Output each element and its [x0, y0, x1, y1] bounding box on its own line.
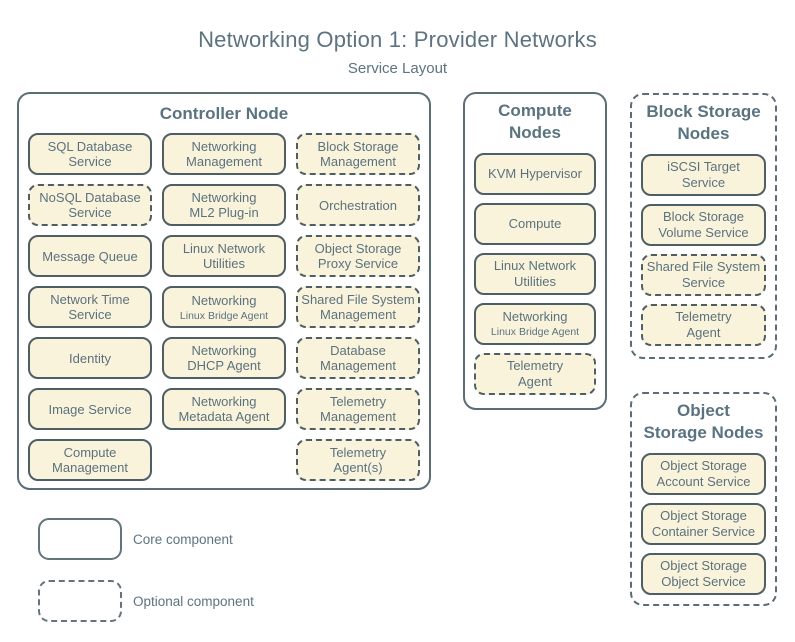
service-box: Shared File System Service — [641, 253, 766, 296]
service-sublabel: Linux Bridge Agent — [490, 326, 580, 339]
service-label: KVM Hypervisor — [488, 165, 582, 181]
service-box: Networking Metadata Agent — [162, 388, 286, 431]
optional-component-swatch — [38, 580, 122, 622]
core-component-label: Core component — [133, 531, 233, 547]
service-box: Compute — [474, 202, 596, 245]
object-storage-nodes-title: Object Storage Nodes — [643, 401, 764, 443]
service-label: Object Storage Account Service — [656, 458, 751, 489]
service-box: Networking Management — [162, 133, 286, 176]
service-box: Linux Network Utilities — [474, 252, 596, 295]
service-box: Networking DHCP Agent — [162, 337, 286, 380]
service-label: Compute Management — [52, 444, 128, 476]
service-box: Block Storage Volume Service — [641, 203, 766, 246]
service-label: Identity — [69, 350, 111, 366]
service-box: Identity — [28, 337, 152, 380]
block-storage-nodes-title: Block Storage Nodes — [646, 102, 761, 144]
service-label: Telemetry Management — [320, 393, 396, 425]
service-box: Telemetry Management — [296, 388, 420, 431]
service-label: Networking DHCP Agent — [187, 342, 261, 374]
optional-component-label: Optional component — [133, 593, 254, 609]
service-box: Block Storage Management — [296, 133, 420, 176]
diagram-subtitle: Service Layout — [347, 60, 448, 77]
legend-optional-component: Optional component — [38, 580, 254, 622]
service-label: Image Service — [48, 401, 132, 417]
service-box: Orchestration — [296, 184, 420, 227]
controller-node-title: Controller Node — [159, 104, 289, 123]
service-label: Network Time Service — [50, 291, 130, 323]
service-label: Block Storage Management — [317, 138, 399, 170]
service-label: Linux Network Utilities — [493, 258, 577, 289]
service-label: Networking — [502, 309, 568, 325]
service-label: Object Storage Object Service — [660, 558, 747, 589]
object-storage-nodes-group: Object Storage Nodes Object Storage Acco… — [630, 392, 777, 606]
legend-core-component: Core component — [38, 518, 233, 560]
service-box: NoSQL Database Service — [28, 184, 152, 227]
service-box: SQL Database Service — [28, 133, 152, 176]
compute-nodes-title: Compute Nodes — [498, 101, 572, 143]
service-label: Telemetry Agent(s) — [329, 444, 387, 476]
service-box: Object Storage Account Service — [641, 452, 766, 495]
service-label: Database Management — [320, 342, 396, 374]
service-box: Linux Network Utilities — [162, 235, 286, 278]
service-label: Linux Network Utilities — [182, 240, 266, 272]
diagram-title: Networking Option 1: Provider Networks — [198, 27, 597, 52]
service-label: Networking Metadata Agent — [178, 393, 270, 425]
service-box: KVM Hypervisor — [474, 152, 596, 195]
service-box: Compute Management — [28, 439, 152, 482]
core-component-swatch — [38, 518, 122, 560]
service-sublabel: Linux Bridge Agent — [179, 309, 269, 322]
service-label: SQL Database Service — [47, 138, 133, 170]
service-label: Compute — [508, 215, 562, 231]
service-box: Network Time Service — [28, 286, 152, 329]
service-label: Shared File System Service — [646, 259, 761, 290]
service-label: Message Queue — [42, 248, 138, 264]
service-box: Networking ML2 Plug-in — [162, 184, 286, 227]
service-label: Telemetry Agent — [506, 358, 564, 389]
service-box: Object Storage Object Service — [641, 552, 766, 595]
service-box: iSCSI Target Service — [641, 153, 766, 196]
service-label: Shared File System Management — [301, 291, 415, 323]
service-box: Telemetry Agent(s) — [296, 439, 420, 482]
service-label: Block Storage Volume Service — [658, 209, 749, 240]
service-box: Telemetry Agent — [641, 303, 766, 346]
service-label: Orchestration — [318, 197, 398, 213]
service-label: NoSQL Database Service — [39, 189, 141, 221]
block-storage-nodes-group: Block Storage Nodes iSCSI Target Service… — [630, 93, 777, 359]
service-box: Telemetry Agent — [474, 352, 596, 395]
service-label: Telemetry Agent — [675, 309, 732, 340]
service-box: Message Queue — [28, 235, 152, 278]
service-box: Object Storage Container Service — [641, 502, 766, 545]
service-label: iSCSI Target Service — [667, 159, 740, 190]
service-label: Object Storage Proxy Service — [314, 240, 402, 272]
service-box: Image Service — [28, 388, 152, 431]
service-label: Networking ML2 Plug-in — [189, 189, 259, 221]
service-box: Shared File System Management — [296, 286, 420, 329]
service-box: Database Management — [296, 337, 420, 380]
service-label: Networking — [191, 292, 257, 308]
service-box: Object Storage Proxy Service — [296, 235, 420, 278]
service-label: Object Storage Container Service — [651, 508, 756, 539]
service-label: Networking Management — [186, 138, 262, 170]
